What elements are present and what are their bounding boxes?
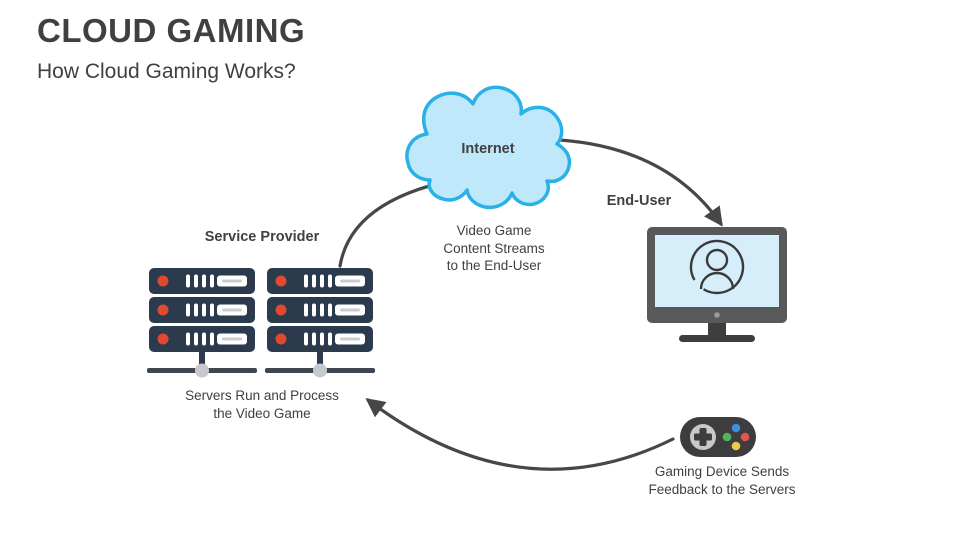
- caption-line: Servers Run and Process: [185, 388, 339, 403]
- button-red-icon: [740, 432, 750, 442]
- page-subtitle: How Cloud Gaming Works?: [37, 60, 296, 83]
- caption-line: Gaming Device Sends: [654, 464, 790, 479]
- dpad-icon: [694, 428, 712, 446]
- caption-line: Video Game: [456, 223, 532, 238]
- server-rack-icon: [147, 268, 257, 378]
- user-avatar-icon: [689, 239, 745, 295]
- feedback-caption: Gaming Device Sends Feedback to the Serv…: [618, 463, 826, 498]
- internet-to-enduser-arrow: [558, 138, 723, 227]
- caption-line: to the End-User: [446, 258, 542, 273]
- servers-caption: Servers Run and Process the Video Game: [156, 387, 368, 423]
- cloud-icon: [405, 85, 572, 210]
- button-green-icon: [722, 432, 732, 442]
- power-dot-icon: [714, 312, 720, 318]
- monitor-icon: [647, 227, 787, 342]
- caption-line: Feedback to the Servers: [648, 481, 796, 497]
- button-yellow-icon: [731, 441, 741, 451]
- stream-caption: Video Game Content Streams to the End-Us…: [410, 222, 578, 275]
- feedback-to-servers-arrow: [365, 398, 675, 471]
- service-provider-label: Service Provider: [204, 229, 320, 245]
- caption-line: Content Streams: [443, 240, 545, 256]
- page-title: CLOUD GAMING: [37, 12, 306, 49]
- internet-label: Internet: [461, 141, 515, 157]
- button-blue-icon: [731, 423, 741, 433]
- end-user-label: End-User: [606, 193, 672, 209]
- caption-line: the Video Game: [213, 406, 311, 421]
- gamepad-icon: [680, 417, 756, 457]
- server-rack-icon: [265, 268, 375, 378]
